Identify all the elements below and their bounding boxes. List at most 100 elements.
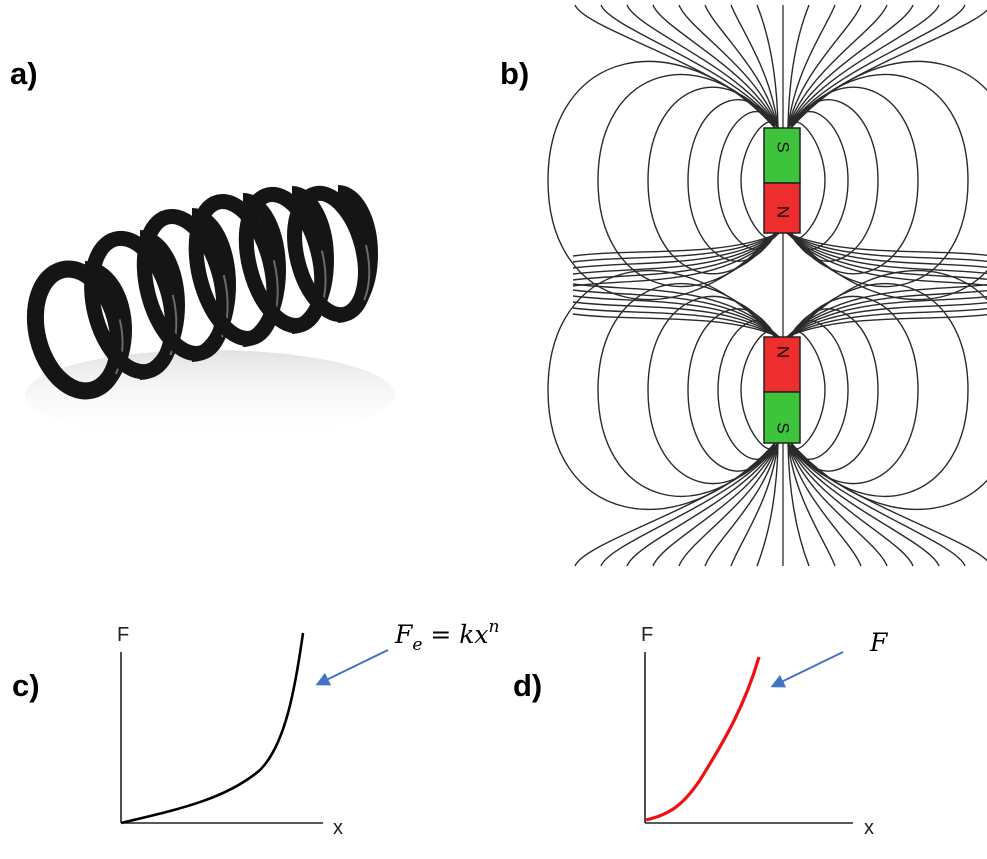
field-line [786,232,987,263]
magnet-top-lower-letter: N [774,206,793,218]
field-line [600,4,779,129]
field-lines [547,4,987,567]
field-line [678,4,779,129]
spring-coil [287,185,373,323]
field-line [787,4,810,129]
eq-rhs: = kx [422,620,488,649]
field-line [572,232,780,269]
field-line [652,442,779,567]
graph-c-y-label: F [117,624,129,646]
field-line [787,442,862,567]
field-line [790,60,987,301]
eq-sub: e [412,635,422,655]
field-line [572,313,780,338]
field-line [572,232,780,281]
field-line [572,232,780,287]
magnet-bottom-lower-letter: S [774,422,793,433]
field-line [790,308,879,472]
field-line [786,232,987,275]
field-line [647,86,776,275]
spring-coils [26,185,378,400]
field-line [652,4,779,129]
field-line [730,442,779,567]
magnet-top-upper-letter: S [774,141,793,152]
field-line [787,4,836,129]
graph-d-curve [645,656,761,822]
spring-coil-highlight [139,211,229,359]
field-line [790,295,919,485]
eq-sup: n [489,617,500,637]
field-line [704,4,779,129]
field-line [787,442,987,562]
field-line [647,295,776,485]
graph-c-pointer-arrow [315,649,389,686]
spring-coil-highlight [86,233,178,377]
magnetic-field-diagram: S N N S [547,4,987,567]
spring-coil [188,194,282,346]
spring-coil [84,230,180,380]
field-line [756,442,779,567]
field-line [787,4,966,129]
field-line [572,301,780,338]
field-line [790,99,879,262]
field-line [787,4,888,129]
field-line [790,86,919,275]
field-line [572,232,780,263]
field-line [787,442,810,567]
panel-label-c: c) [12,668,40,703]
coil-spring-image [25,185,395,440]
field-line [626,4,779,129]
magnet-top: S N [763,127,801,234]
field-line [572,307,780,338]
field-line [574,442,779,567]
field-line [572,289,780,338]
field-line [787,9,987,129]
field-line [787,442,966,567]
field-line [572,295,780,338]
graph-c: F x Fe = kxn [117,617,499,839]
field-line [787,4,862,129]
graph-c-curve [120,632,305,825]
field-line [678,442,779,567]
field-line [572,283,780,338]
magnet-top-south-pole [763,127,801,184]
spring-coil-highlight [241,189,327,331]
field-line [787,442,914,567]
field-line [790,283,969,497]
field-line [547,270,776,510]
spring-coil-highlight [30,264,124,396]
eq-base: F [394,620,414,649]
field-line [687,99,776,262]
graph-c-equation: Fe = kxn [394,617,499,655]
magnet-bottom: N S [763,336,801,444]
graph-d-pointer-arrow [770,651,844,688]
field-line [572,232,780,257]
field-line [786,313,987,338]
graph-c-x-label: x [333,817,343,839]
graph-d-curve-label: F [869,628,889,657]
panel-label-a: a) [10,56,38,91]
magnet-bottom-upper-letter: N [774,346,793,358]
field-line [787,442,836,567]
field-line [687,308,776,472]
spring-coil-highlight [289,188,371,320]
magnet-bottom-north-pole [763,336,801,393]
magnet-bottom-south-pole [763,391,801,444]
field-line [704,442,779,567]
field-line [787,442,940,567]
field-line [790,270,987,510]
field-line [786,307,987,338]
field-line [786,301,987,338]
spring-coil [238,186,330,334]
field-line [597,283,776,497]
field-line [572,232,780,275]
field-line [787,442,888,567]
field-line [597,73,776,288]
spring-coil-highlight [191,196,279,344]
field-line [787,4,914,129]
panel-label-b: b) [500,56,530,91]
field-line [786,289,987,338]
panel-label-d: d) [513,668,543,703]
spring-coil [136,208,232,362]
